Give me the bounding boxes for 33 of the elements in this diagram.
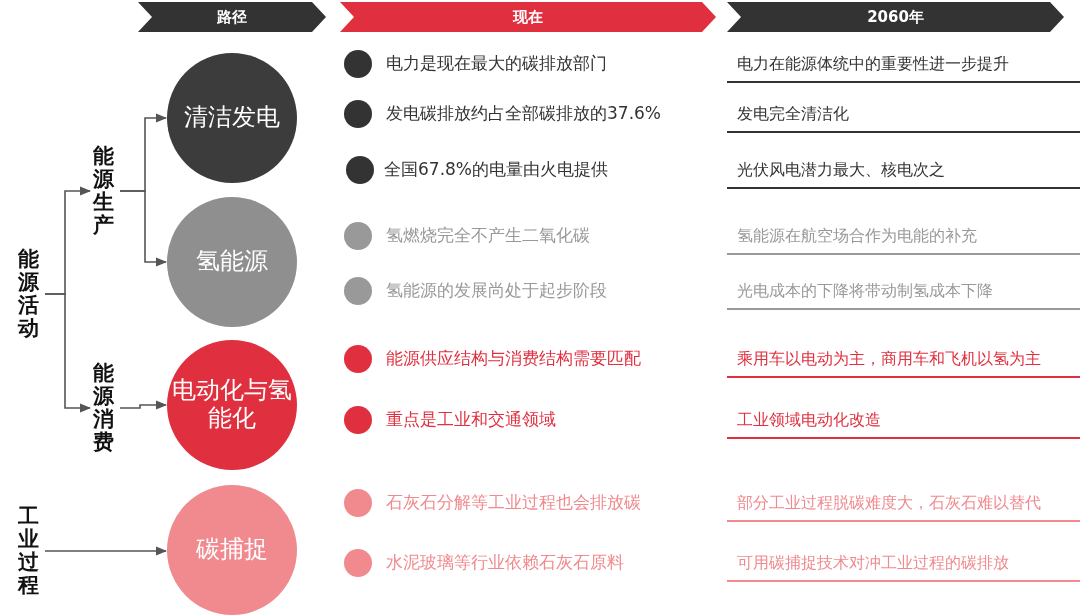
bullet-text: 氢能源的发展尚处于起步阶段 (386, 279, 607, 302)
circle-label: 碳捕捉 (195, 536, 269, 564)
outcome-text: 光电成本的下降将带动制氢成本下降 (727, 281, 1080, 310)
outcome-text: 可用碳捕捉技术对冲工业过程的碳排放 (727, 553, 1080, 582)
outcome-text: 光伏风电潜力最大、核电次之 (727, 160, 1080, 189)
bullet-text: 能源供应结构与消费结构需要匹配 (386, 347, 641, 370)
category-label: 能源活动 (18, 248, 39, 341)
bullet-text: 发电碳排放约占全部碳排放的37.6% (386, 102, 661, 125)
arrow (119, 190, 168, 267)
outcome-text: 电力在能源体统中的重要性进一步提升 (727, 54, 1080, 83)
category-label: 能源生产 (93, 145, 114, 238)
bullet-text: 全国67.8%的电量由火电提供 (384, 158, 608, 181)
header-label: 2060年 (867, 7, 924, 27)
arrow (44, 293, 92, 413)
header-label: 路径 (217, 7, 247, 27)
circle-label: 清洁发电 (183, 104, 281, 132)
circle-label: 氢能源 (195, 248, 269, 276)
bullet-text: 石灰石分解等工业过程也会排放碳 (386, 491, 641, 514)
arrow (44, 546, 168, 556)
outcome-text: 发电完全清洁化 (727, 104, 1080, 133)
outcome-text: 部分工业过程脱碳难度大，石灰石难以替代 (727, 493, 1080, 522)
outcome-text: 工业领域电动化改造 (727, 410, 1080, 439)
bullet-text: 电力是现在最大的碳排放部门 (386, 52, 607, 75)
outcome-text: 乘用车以电动为主，商用车和飞机以氢为主 (727, 349, 1080, 378)
category-label: 能源消费 (93, 362, 114, 455)
outcome-text: 氢能源在航空场合作为电能的补充 (727, 226, 1080, 255)
category-label: 工业过程 (18, 505, 39, 598)
arrow (119, 400, 168, 410)
circle-label: 电动化与氢能化 (171, 377, 293, 433)
bullet-text: 氢燃烧完全不产生二氧化碳 (386, 224, 590, 247)
bullet-text: 水泥玻璃等行业依赖石灰石原料 (386, 551, 624, 574)
bullet-text: 重点是工业和交通领域 (386, 408, 556, 431)
header-label: 现在 (513, 7, 543, 27)
